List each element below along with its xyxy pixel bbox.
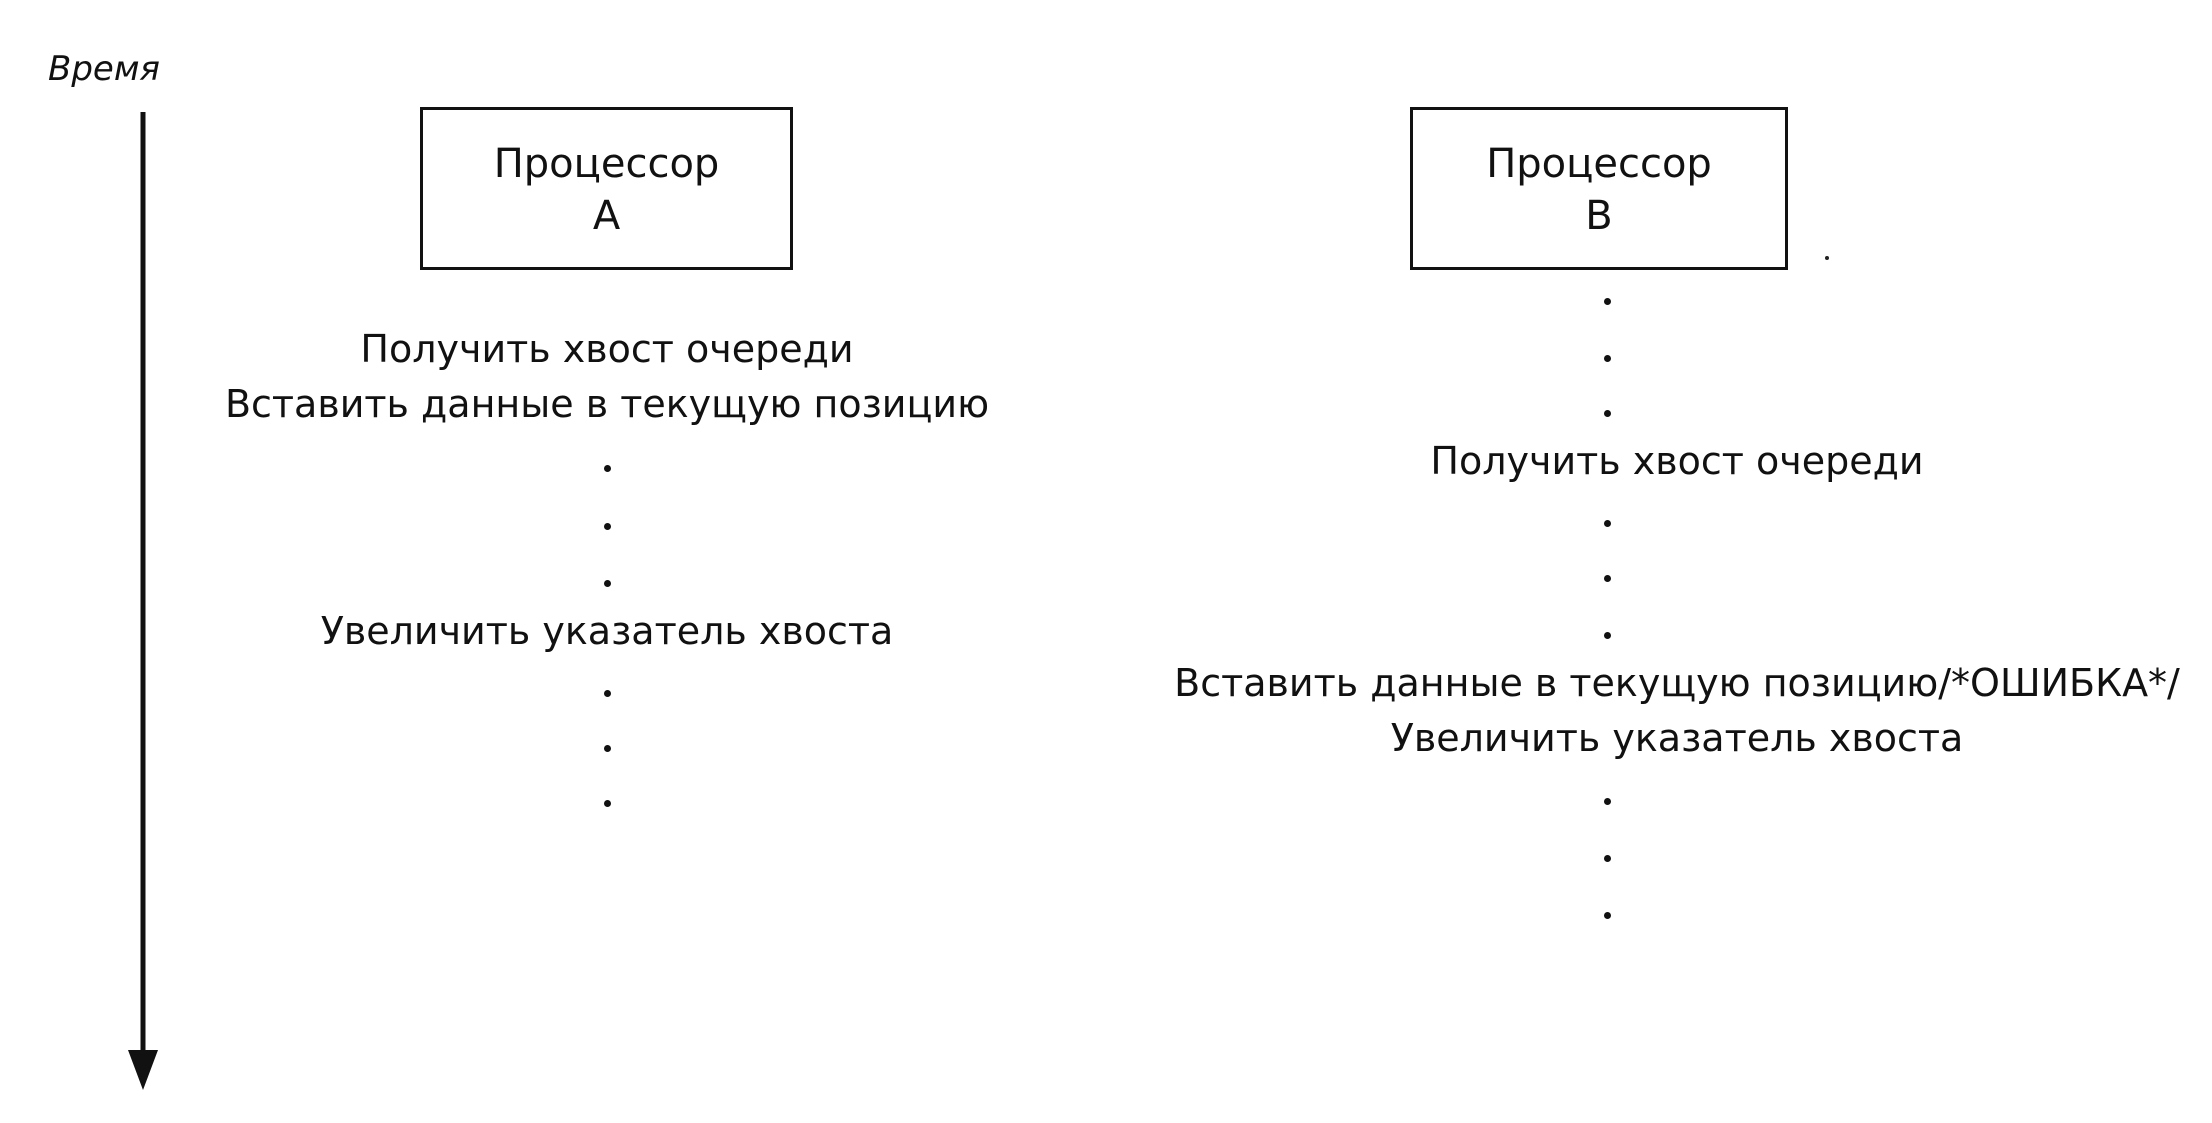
step-text: Увеличить указатель хвоста <box>1390 716 1964 760</box>
time-axis-label: Время <box>48 49 160 89</box>
ellipsis-dot <box>1604 520 1611 527</box>
ellipsis-dot <box>1604 632 1611 639</box>
step-text: Вставить данные в текущую позицию <box>224 382 990 426</box>
step-text: Получить хвост очереди <box>360 327 854 371</box>
processor-b-box: Процессор В <box>1410 107 1788 270</box>
ellipsis-dot <box>1604 410 1611 417</box>
stray-mark <box>1825 256 1829 260</box>
processor-a-letter: А <box>592 193 621 239</box>
ellipsis-dot <box>1604 355 1611 362</box>
ellipsis-dot <box>604 523 611 530</box>
time-axis-arrowhead <box>128 1050 158 1090</box>
processor-a-box: Процессор А <box>420 107 793 270</box>
step-text: Увеличить указатель хвоста <box>320 609 894 653</box>
ellipsis-dot <box>1604 298 1611 305</box>
ellipsis-dot <box>1604 855 1611 862</box>
ellipsis-dot <box>604 690 611 697</box>
ellipsis-dot <box>604 465 611 472</box>
ellipsis-dot <box>1604 912 1611 919</box>
ellipsis-dot <box>604 580 611 587</box>
step-text: Вставить данные в текущую позицию/*ОШИБК… <box>1174 661 2180 705</box>
step-text: Получить хвост очереди <box>1430 439 1924 483</box>
ellipsis-dot <box>604 800 611 807</box>
processor-b-letter: В <box>1585 193 1613 239</box>
processor-a-title: Процессор <box>493 141 720 187</box>
processor-b-title: Процессор <box>1486 141 1712 187</box>
ellipsis-dot <box>1604 798 1611 805</box>
ellipsis-dot <box>604 745 611 752</box>
ellipsis-dot <box>1604 575 1611 582</box>
